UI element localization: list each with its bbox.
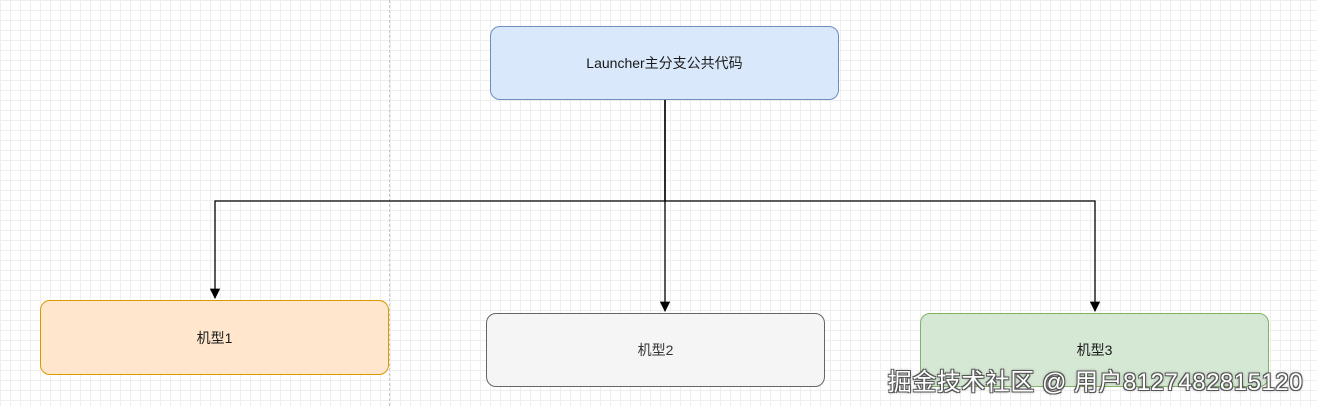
model-node-2-label: 机型2: [637, 342, 674, 358]
connector-root-to-model-3[interactable]: [664, 100, 1101, 313]
connector-root-to-model-1[interactable]: [209, 100, 666, 300]
model-node-1[interactable]: 机型1: [40, 300, 389, 375]
model-node-3-label: 机型3: [1076, 342, 1113, 358]
model-node-2[interactable]: 机型2: [486, 313, 825, 387]
root-node[interactable]: Launcher主分支公共代码: [490, 26, 839, 100]
model-node-3[interactable]: 机型3: [920, 313, 1269, 387]
model-node-1-label: 机型1: [196, 329, 233, 346]
root-node-label: Launcher主分支公共代码: [586, 55, 743, 71]
page-break-guide: [389, 0, 390, 406]
watermark: 掘金技术社区 @ 用户8127482815120: [887, 369, 1303, 396]
